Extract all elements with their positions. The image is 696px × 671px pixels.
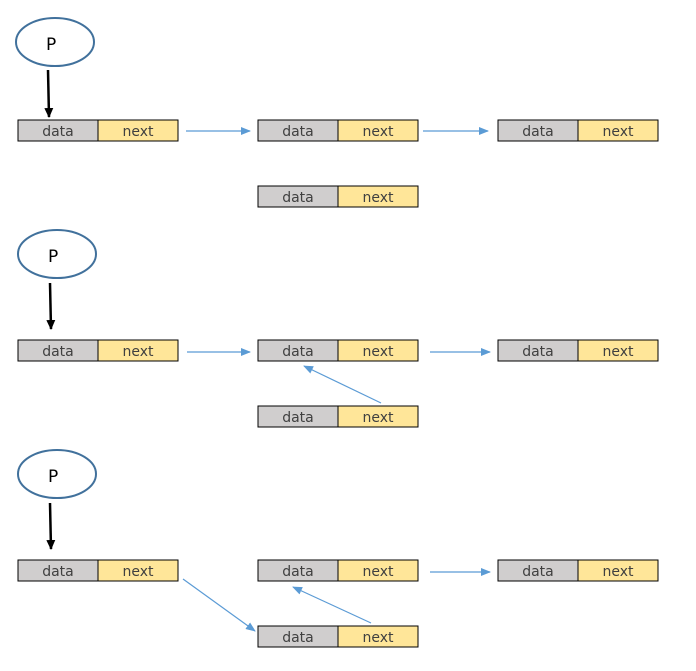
panel-2: P data next data next data next data (17, 229, 659, 428)
pointer-label: P (48, 247, 58, 267)
data-cell-label: data (522, 344, 554, 360)
next-cell-label: next (362, 190, 394, 206)
next-cell-label: next (602, 124, 634, 140)
node-2-3: data next (497, 339, 659, 362)
data-cell-label: data (282, 564, 314, 580)
data-cell-label: data (522, 564, 554, 580)
next-cell (97, 559, 179, 582)
next-cell (97, 339, 179, 362)
data-cell-label: data (42, 124, 74, 140)
panel-3: P data next data next data next data (17, 449, 659, 648)
predecessor-to-new-node-arrow (182, 578, 256, 632)
pointer-label: P (46, 35, 56, 55)
pointer-p-2: P (17, 229, 97, 330)
next-cell-label: next (362, 564, 394, 580)
new-node-3: data next (257, 625, 419, 648)
data-cell-label: data (522, 124, 554, 140)
next-cell (337, 405, 419, 428)
pointer-p-1: P (15, 17, 95, 118)
new-node-link-arrow (292, 586, 372, 624)
node-2-1: data next (17, 339, 179, 362)
next-cell-label: next (122, 564, 154, 580)
next-cell-label: next (362, 344, 394, 360)
next-cell-label: next (362, 630, 394, 646)
pointer-arrow (46, 282, 56, 330)
node-3-1: data next (17, 559, 179, 582)
pointer-arrow (46, 502, 56, 550)
pointer-ellipse (17, 229, 97, 279)
data-cell-label: data (282, 190, 314, 206)
new-node-2: data next (257, 405, 419, 428)
data-cell-label: data (42, 344, 74, 360)
next-cell (337, 185, 419, 208)
data-cell-label: data (282, 630, 314, 646)
data-cell-label: data (282, 344, 314, 360)
pointer-ellipse (15, 17, 95, 67)
next-cell-label: next (122, 344, 154, 360)
next-cell-label: next (362, 410, 394, 426)
node-3-3: data next (497, 559, 659, 582)
node-2-2: data next (257, 339, 419, 362)
pointer-label: P (48, 467, 58, 487)
data-cell-label: data (282, 124, 314, 140)
next-cell (97, 119, 179, 142)
next-cell (337, 339, 419, 362)
data-cell-label: data (282, 410, 314, 426)
next-cell (337, 559, 419, 582)
node-1-3: data next (497, 119, 659, 142)
next-cell-label: next (602, 344, 634, 360)
node-1-1: data next (17, 119, 179, 142)
new-node-link-arrow (303, 365, 382, 404)
node-1-2: data next (257, 119, 419, 142)
next-cell (577, 119, 659, 142)
data-cell-label: data (42, 564, 74, 580)
next-cell (577, 559, 659, 582)
next-cell (337, 119, 419, 142)
next-cell (577, 339, 659, 362)
next-cell-label: next (362, 124, 394, 140)
new-node-1: data next (257, 185, 419, 208)
panel-1: P data next data next data next data (15, 17, 659, 208)
next-cell (337, 625, 419, 648)
next-cell-label: next (122, 124, 154, 140)
pointer-ellipse (17, 449, 97, 499)
node-3-2: data next (257, 559, 419, 582)
pointer-arrow (44, 69, 54, 118)
pointer-p-3: P (17, 449, 97, 550)
next-cell-label: next (602, 564, 634, 580)
